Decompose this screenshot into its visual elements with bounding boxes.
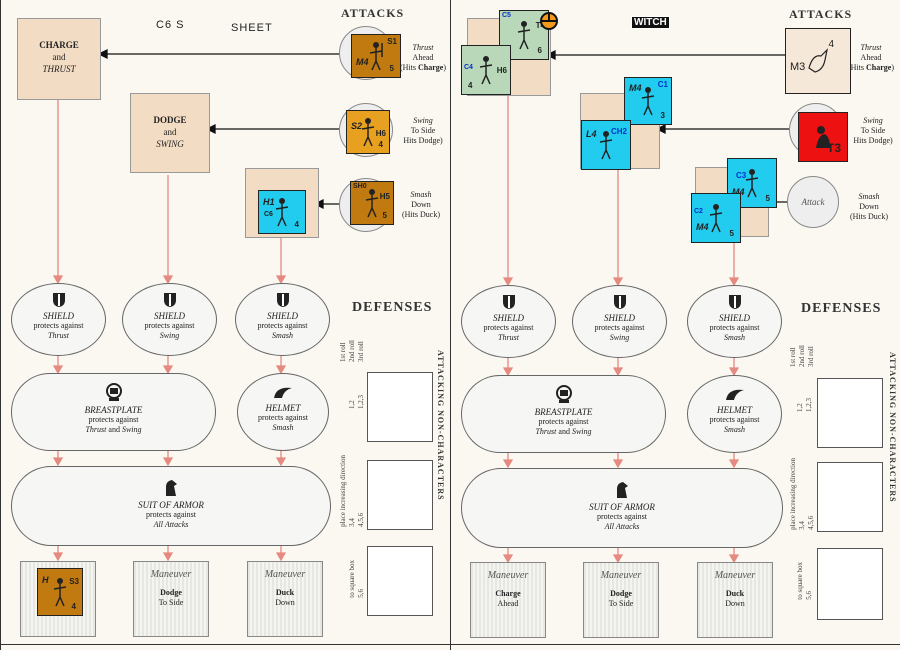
sheet-title: WITCH <box>631 16 670 29</box>
knight-helm-icon <box>166 480 177 496</box>
roll-box-2[interactable] <box>367 460 433 530</box>
shield-icon <box>163 293 176 307</box>
flow-arrows <box>52 48 341 562</box>
warrior-icon <box>599 131 613 160</box>
monster-icon <box>808 48 828 73</box>
monster-icon <box>816 126 830 148</box>
smash-attack-circle[interactable]: Attack <box>787 176 839 228</box>
breastplate-icon <box>105 383 122 401</box>
side-heading: ATTACKING NON-CHARACTERS <box>888 352 897 503</box>
roll-box-1[interactable] <box>817 378 883 448</box>
attacks-heading: ATTACKS <box>789 7 853 21</box>
warrior-icon <box>641 87 655 116</box>
swing-label: SWING <box>156 139 184 149</box>
warrior-icon <box>745 169 759 198</box>
charge-thrust-box[interactable]: CHARGE and THRUST <box>17 18 101 100</box>
roll-box-1[interactable] <box>367 372 433 442</box>
roll-box-3[interactable] <box>367 546 433 616</box>
target-marker-icon[interactable] <box>540 12 558 30</box>
helmet-icon <box>274 387 292 398</box>
warrior-icon <box>365 189 379 218</box>
warrior-icon <box>369 42 383 71</box>
shield-icon <box>502 295 515 309</box>
and-label: and <box>52 52 66 62</box>
monster-counter[interactable]: T3 <box>798 112 848 162</box>
warrior-icon <box>517 21 531 50</box>
sheet-title: C6 S <box>156 19 185 31</box>
defenses-heading: DEFENSES <box>352 300 433 315</box>
shield-icon <box>728 295 741 309</box>
left-melee-sheet: C6 S SHEET ATTACKS DEFENSES ATTACKING NO… <box>0 0 450 650</box>
dodge-label: DODGE <box>153 115 187 125</box>
knight-helm-icon <box>617 482 628 498</box>
shield-icon <box>52 293 65 307</box>
charge-label: CHARGE <box>39 40 79 50</box>
flow-arrows <box>502 49 789 564</box>
right-melee-sheet: WITCH ATTACKS DEFENSES ATTACKING NON-CHA… <box>450 0 900 650</box>
side-heading: ATTACKING NON-CHARACTERS <box>436 350 445 501</box>
warrior-icon <box>479 56 493 85</box>
shield-icon <box>276 293 289 307</box>
and-label: and <box>163 127 177 137</box>
breastplate-icon <box>555 385 572 403</box>
defenses-heading: DEFENSES <box>801 301 882 316</box>
warrior-icon <box>53 578 67 607</box>
roll-box-3[interactable] <box>817 548 883 620</box>
warrior-icon <box>361 118 375 147</box>
helmet-icon <box>725 389 744 400</box>
warrior-icon <box>709 204 723 233</box>
dodge-swing-box[interactable]: DODGE and SWING <box>130 93 210 173</box>
attacks-heading: ATTACKS <box>341 6 405 20</box>
shield-icon <box>613 295 626 309</box>
roll-box-2[interactable] <box>817 462 883 532</box>
warrior-icon <box>275 198 289 227</box>
thrust-label: THRUST <box>42 64 76 74</box>
sheet-title-suffix: SHEET <box>231 22 273 34</box>
